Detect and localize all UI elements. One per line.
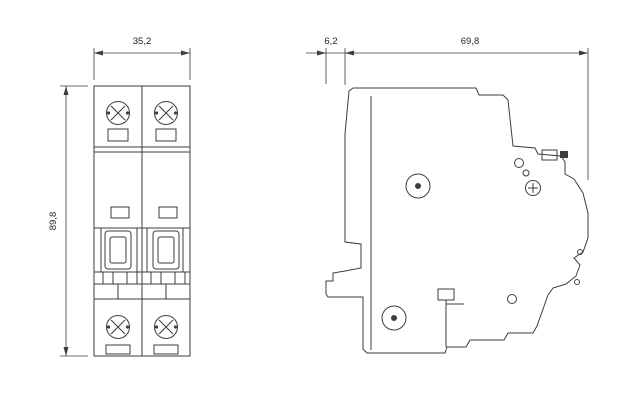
dim-label-front-width: 35,2 [133, 36, 152, 47]
side-view [325, 87, 589, 354]
side-front-details [507, 149, 583, 304]
front-terminal-bottom-right [153, 344, 179, 355]
front-view [93, 85, 191, 357]
front-toggle-handle-left [104, 230, 132, 270]
front-top-screw-left [106, 101, 130, 125]
front-toggle-handle-right [152, 230, 180, 270]
dim-front-height [60, 85, 88, 357]
front-terminal-top-left [107, 128, 129, 142]
front-label-window-right [158, 206, 178, 219]
side-screw-head [525, 180, 541, 196]
side-rivet-lower [381, 305, 407, 331]
front-terminal-bottom-left [105, 344, 131, 355]
dim-front-width [93, 48, 191, 80]
dim-label-side-offset: 6,2 [324, 36, 337, 47]
side-bottom-detail [437, 288, 464, 347]
front-toggle-assembly [94, 227, 190, 300]
side-body-outline [325, 87, 589, 354]
front-bottom-screw-left [106, 315, 130, 339]
dim-side-offset [306, 48, 346, 85]
dim-label-side-depth: 69,8 [461, 36, 480, 47]
side-rivet-upper [405, 173, 431, 199]
side-terminal-opening [541, 149, 558, 161]
front-top-screw-right [154, 101, 178, 125]
front-label-window-left [110, 206, 130, 219]
side-lower-hole [507, 294, 517, 304]
front-terminal-top-right [155, 128, 177, 142]
front-bottom-screw-right [154, 315, 178, 339]
dim-label-front-height: 89,8 [48, 212, 59, 231]
dim-side-depth [345, 48, 589, 180]
side-test-button [560, 151, 568, 158]
